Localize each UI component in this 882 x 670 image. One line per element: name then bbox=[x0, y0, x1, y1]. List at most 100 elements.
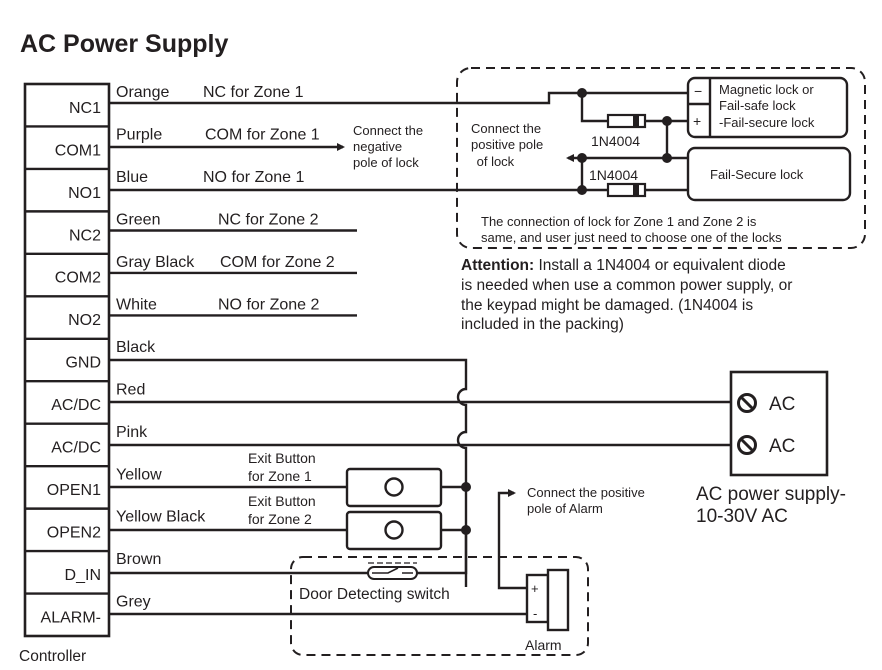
zone-note-line-2: same, and user just need to choose one o… bbox=[481, 230, 782, 245]
positive-note-line-2: positive pole bbox=[471, 137, 543, 152]
controller-block: NC1COM1NO1NC2COM2NO2GNDAC/DCAC/DCOPEN1OP… bbox=[23, 82, 111, 638]
controller-label: Controller bbox=[19, 648, 86, 665]
attention-line-1: Attention: Install a 1N4004 or equivalen… bbox=[461, 257, 786, 274]
screw-terminal-icon bbox=[737, 393, 757, 413]
terminal-label: AC/DC bbox=[51, 440, 101, 457]
reed-contact-icon bbox=[372, 567, 413, 574]
door-switch-label: Door Detecting switch bbox=[299, 586, 450, 603]
attention-heading: Attention: bbox=[461, 257, 534, 274]
alarm-body bbox=[546, 568, 570, 632]
page-title: AC Power Supply bbox=[20, 30, 228, 58]
junction-dot bbox=[577, 88, 587, 98]
zone-note-line-1: The connection of lock for Zone 1 and Zo… bbox=[481, 214, 757, 229]
wire-color-label: Blue bbox=[116, 169, 148, 186]
junction-dot bbox=[662, 116, 672, 126]
push-button-icon bbox=[384, 520, 404, 540]
terminal-label: OPEN2 bbox=[47, 524, 101, 541]
ac-terminal-2-label: AC bbox=[769, 436, 795, 457]
wire-color-label: Orange bbox=[116, 84, 169, 101]
diode-1-label: 1N4004 bbox=[591, 133, 640, 149]
wire-color-label: Pink bbox=[116, 424, 148, 441]
ac-terminal-1-label: AC bbox=[769, 394, 795, 415]
lock-circuit: 1N4004 1N4004 − + Magnetic lock or Fail-… bbox=[109, 76, 852, 245]
alarm-label: Alarm bbox=[525, 637, 562, 653]
diode-2-band bbox=[633, 184, 639, 196]
alarm-minus: - bbox=[533, 606, 537, 621]
wire-color-label: Brown bbox=[116, 551, 161, 568]
negative-note-line-2: negative bbox=[353, 139, 402, 154]
alarm-positive-wire bbox=[497, 489, 527, 590]
diode1-lead-left bbox=[580, 93, 608, 123]
power-supply-caption-1: AC power supply- bbox=[696, 484, 846, 505]
exit-buttons: Exit Button for Zone 1 Exit Button for Z… bbox=[109, 450, 471, 551]
wire-color-label: White bbox=[116, 296, 157, 313]
negative-note-line-3: pole of lock bbox=[353, 155, 419, 170]
wire-color-label: Purple bbox=[116, 127, 162, 144]
wire-nc1 bbox=[109, 91, 688, 105]
junction-dot bbox=[577, 153, 587, 163]
diode-2-label: 1N4004 bbox=[589, 167, 638, 183]
terminal-label: NC1 bbox=[69, 100, 101, 117]
door-switch: Door Detecting switch bbox=[109, 530, 468, 603]
wire-color-label: Green bbox=[116, 211, 160, 228]
terminal-label: GND bbox=[65, 355, 101, 372]
exit-button-2-label-2: for Zone 2 bbox=[248, 511, 312, 527]
positive-note-line-1: Connect the bbox=[471, 121, 541, 136]
terminal-label: NO2 bbox=[68, 312, 101, 329]
terminal-label: NO1 bbox=[68, 185, 101, 202]
attention-text: Install a 1N4004 or equivalent diode bbox=[534, 257, 786, 274]
wire-function-label: COM for Zone 1 bbox=[205, 127, 320, 144]
fail-secure-lock-label: Fail-Secure lock bbox=[710, 167, 804, 182]
magnetic-lock-line-3: -Fail-secure lock bbox=[719, 115, 815, 130]
exit-button-1-label-2: for Zone 1 bbox=[248, 468, 312, 484]
positive-note-line-3: of lock bbox=[473, 154, 515, 169]
wire-color-label: Yellow Black bbox=[116, 509, 206, 526]
wire-function-label: NC for Zone 2 bbox=[218, 211, 319, 228]
attention-line-2: is needed when use a common power supply… bbox=[461, 277, 792, 294]
wire-function-label: NO for Zone 1 bbox=[203, 169, 304, 186]
negative-note-line-1: Connect the bbox=[353, 123, 423, 138]
wire-color-label: Gray Black bbox=[116, 254, 195, 271]
controller-frame bbox=[23, 82, 111, 638]
ac-power-supply-box bbox=[729, 370, 829, 477]
terminal-label: COM1 bbox=[55, 142, 101, 159]
magnetic-lock-box bbox=[686, 76, 849, 139]
terminal-label: COM2 bbox=[55, 270, 101, 287]
exit-button-2-label-1: Exit Button bbox=[248, 493, 316, 509]
junction-dot bbox=[662, 153, 672, 163]
wire-color-label: Grey bbox=[116, 594, 151, 611]
exit-button-1-label-1: Exit Button bbox=[248, 450, 316, 466]
terminal-label: OPEN1 bbox=[47, 482, 101, 499]
wire-color-label: Red bbox=[116, 381, 145, 398]
magnetic-lock-line-2: Fail-safe lock bbox=[719, 98, 796, 113]
ac-power-supply: AC AC AC power supply- 10-30V AC bbox=[696, 370, 846, 527]
attention-note: Attention: Install a 1N4004 or equivalen… bbox=[461, 257, 792, 333]
push-button-icon bbox=[384, 477, 404, 497]
terminal-label: D_IN bbox=[65, 567, 101, 584]
alarm-plus: + bbox=[531, 581, 539, 596]
alarm-note-line-1: Connect the positive bbox=[527, 485, 645, 500]
diode-2 bbox=[606, 182, 647, 198]
wire-color-label: Yellow bbox=[116, 466, 162, 483]
alarm: + - Alarm Connect the positive pole of A… bbox=[109, 485, 645, 653]
fail-secure-lock-box bbox=[686, 146, 852, 202]
magnetic-lock-plus: + bbox=[693, 113, 701, 129]
alarm-note-line-2: pole of Alarm bbox=[527, 501, 603, 516]
door-alarm-dashed-box bbox=[290, 556, 589, 656]
terminal-label: AC/DC bbox=[51, 397, 101, 414]
magnetic-lock-minus: − bbox=[694, 83, 702, 99]
screw-terminal-icon bbox=[737, 435, 757, 455]
magnetic-lock-line-1: Magnetic lock or bbox=[719, 82, 814, 97]
wire-function-label: COM for Zone 2 bbox=[220, 254, 335, 271]
wire-color-label: Black bbox=[116, 339, 156, 356]
junction-dot bbox=[577, 185, 587, 195]
power-supply-caption-2: 10-30V AC bbox=[696, 506, 788, 527]
attention-line-4: included in the packing) bbox=[461, 316, 624, 333]
terminal-label: ALARM- bbox=[41, 609, 101, 626]
attention-line-3: the keypad might be damaged. (1N4004 is bbox=[461, 297, 753, 314]
junction-dot bbox=[461, 482, 471, 492]
diode-1 bbox=[606, 113, 647, 129]
wire-function-label: NO for Zone 2 bbox=[218, 296, 319, 313]
lock-zone-dashed-box bbox=[456, 67, 866, 249]
